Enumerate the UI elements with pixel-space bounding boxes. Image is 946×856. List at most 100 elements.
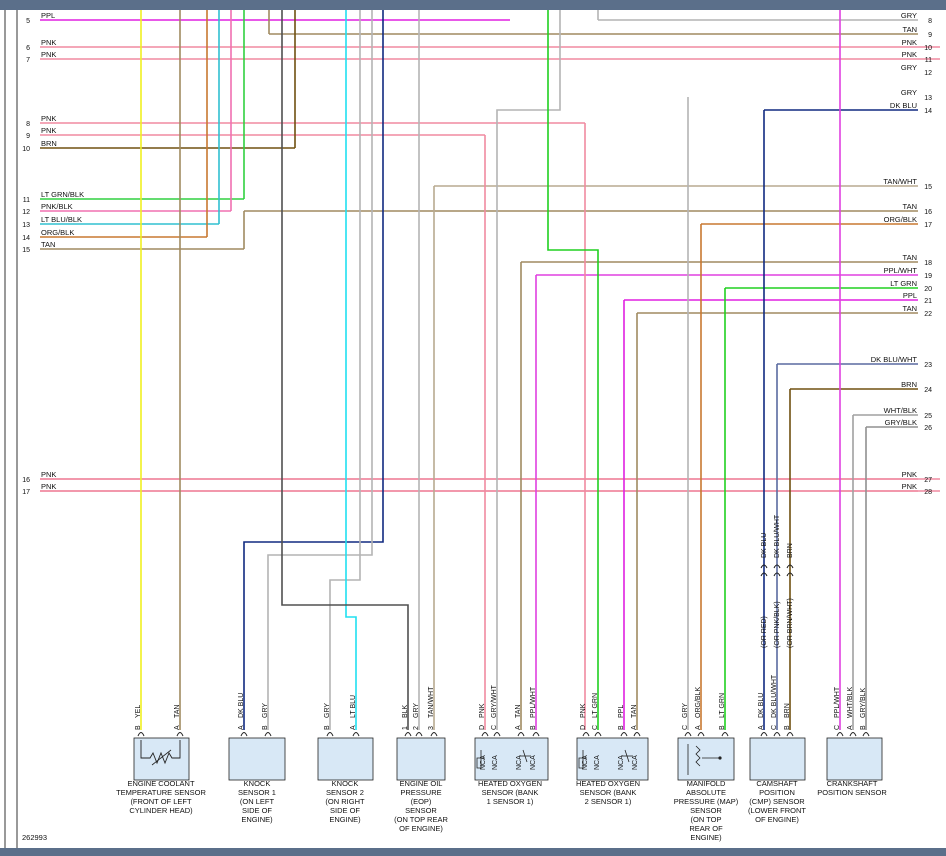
right-pin-number: 27 <box>924 477 932 484</box>
inline-connector-top <box>773 564 781 569</box>
right-wire-label: TAN <box>903 202 917 211</box>
sensor-name-line: POSITION SENSOR <box>817 788 887 797</box>
right-pin-number: 28 <box>924 489 932 496</box>
right-pin-number: 23 <box>924 362 932 369</box>
routed-wire <box>243 10 384 730</box>
pin-connector <box>264 732 272 737</box>
sensor-name-line: HEATED OXYGEN <box>576 779 640 788</box>
sensor-name-line: TEMPERATURE SENSOR <box>116 788 206 797</box>
pin-connector <box>862 732 870 737</box>
right-wire-label: GRY/BLK <box>885 418 917 427</box>
left-pin-number: 7 <box>26 57 30 64</box>
left-pin-number: 17 <box>22 489 30 496</box>
pin-color-label: DK BLU <box>758 693 765 718</box>
pin-connector <box>620 732 628 737</box>
left-wire-label: PNK <box>41 482 56 491</box>
routed-wire <box>267 10 373 730</box>
alternate-color-label: (OR RED) <box>761 616 768 648</box>
pin-connector <box>430 732 438 737</box>
right-pin-number: 8 <box>928 18 932 25</box>
right-pin-number: 17 <box>924 222 932 229</box>
sensor-name-line: (FRONT OF LEFT <box>130 797 192 806</box>
sensor-name-line: KNOCK <box>332 779 359 788</box>
pin-color-label: ORG/BLK <box>695 687 702 718</box>
sensor-name-line: (ON TOP REAR <box>394 815 448 824</box>
pin-letter: B <box>719 725 726 730</box>
nca-label: NCA <box>632 755 639 770</box>
right-pin-number: 13 <box>924 95 932 102</box>
sensor-name-line: SIDE OF <box>242 806 272 815</box>
routed-wire <box>281 10 409 730</box>
sensor-name-line: (EOP) <box>411 797 432 806</box>
sensor-name-line: ENGINE) <box>329 815 361 824</box>
sensor-name-line: SENSOR <box>405 806 437 815</box>
sensor-cell-diag <box>522 749 528 763</box>
nca-label: NCA <box>516 755 523 770</box>
pin-connector <box>137 732 145 737</box>
sensor-name-line: (CMP) SENSOR <box>749 797 805 806</box>
right-pin-number: 25 <box>924 413 932 420</box>
sensor-name-line: SENSOR (BANK <box>580 788 637 797</box>
pin-color-label: PNK <box>479 703 486 718</box>
nca-label: NCA <box>582 755 589 770</box>
right-pin-number: 24 <box>924 387 932 394</box>
sensor-name-line: OF ENGINE) <box>755 815 799 824</box>
left-wire-label: PNK <box>41 38 56 47</box>
routed-wire <box>496 10 561 730</box>
nca-label: NCA <box>480 755 487 770</box>
sensor-body <box>749 737 806 781</box>
right-wire-label: PNK <box>902 50 917 59</box>
pin-connector <box>404 732 412 737</box>
pin-color-label: LT GRN <box>592 693 599 718</box>
left-pin-number: 10 <box>22 146 30 153</box>
pin-color-label: TAN <box>515 705 522 718</box>
pin-color-label: DK BLU <box>238 693 245 718</box>
component-ckp: CPPL/WHTAWHT/BLKBGRY/BLKCRANKSHAFTPOSITI… <box>817 686 887 797</box>
sensor-name-line: MANIFOLD <box>687 779 726 788</box>
pin-letter: 2 <box>413 726 420 730</box>
right-pin-number: 18 <box>924 260 932 267</box>
sensor-name-line: KNOCK <box>244 779 271 788</box>
right-wire-label: PPL/WHT <box>884 266 918 275</box>
left-pin-number: 16 <box>22 477 30 484</box>
pin-letter: A <box>758 725 765 730</box>
sensor-name-line: PRESSURE (MAP) <box>674 797 739 806</box>
right-pin-number: 21 <box>924 298 932 305</box>
pin-color-label: TAN <box>174 705 181 718</box>
pin-letter: C <box>491 725 498 730</box>
left-pin-number: 14 <box>22 235 30 242</box>
pin-connector <box>633 732 641 737</box>
routed-wire <box>345 10 357 730</box>
nca-label: NCA <box>530 755 537 770</box>
window-top-bar <box>0 0 946 10</box>
right-wire-label: PNK <box>902 470 917 479</box>
pin-letter: C <box>592 725 599 730</box>
pin-connector <box>415 732 423 737</box>
inline-pin-label: BRN <box>787 543 794 558</box>
left-wire-label: PNK/BLK <box>41 202 73 211</box>
pin-connector <box>240 732 248 737</box>
map-node <box>718 756 722 760</box>
sensor-name-line: ABSOLUTE <box>686 788 726 797</box>
left-wire-label: PPL <box>41 11 55 20</box>
pin-letter: B <box>262 725 269 730</box>
right-wire-label: ORG/BLK <box>884 215 917 224</box>
pin-color-label: BRN <box>784 703 791 718</box>
alternate-color-label: (OR PNK/BLK) <box>774 601 781 648</box>
sensor-name-line: ENGINE) <box>690 833 722 842</box>
right-wire-label: PNK <box>902 482 917 491</box>
left-pin-number: 15 <box>22 247 30 254</box>
diagram-id: 262993 <box>22 833 47 842</box>
pin-connector <box>532 732 540 737</box>
sensor-body <box>826 737 883 781</box>
map-resistor <box>695 745 701 767</box>
right-wire-label: TAN <box>903 25 917 34</box>
